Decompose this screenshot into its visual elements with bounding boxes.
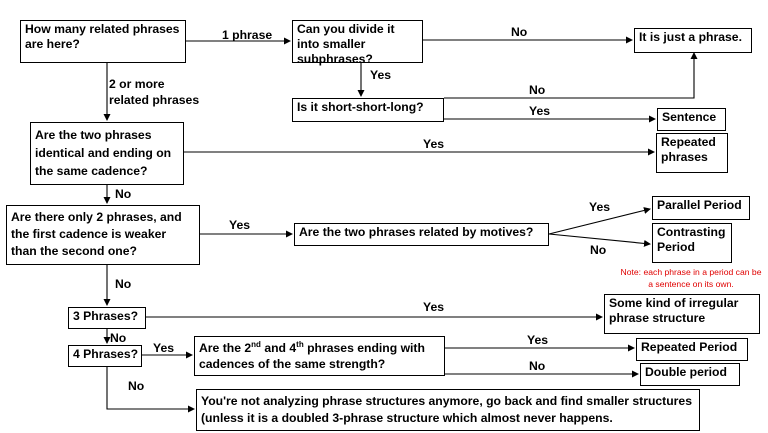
second-fourth-text-part2: and 4 xyxy=(260,341,297,355)
short-short-long-question: Is it short-short-long? xyxy=(292,98,444,122)
contrasting-period-box: Contrasting Period xyxy=(652,223,732,263)
parallel-period-box: Parallel Period xyxy=(652,196,750,220)
just-a-phrase-box: It is just a phrase. xyxy=(634,28,752,53)
label-second-fourth-no: No xyxy=(529,359,546,373)
sentence-box: Sentence xyxy=(657,108,726,131)
label-identical-yes: Yes xyxy=(423,137,445,151)
label-divide-no: No xyxy=(511,25,528,39)
second-fourth-text-line2: cadences of the same strength? xyxy=(199,357,386,371)
second-fourth-text-part1: Are the 2 xyxy=(199,341,252,355)
label-three-yes: Yes xyxy=(423,300,445,314)
identical-phrases-question: Are the two phrases identical and ending… xyxy=(30,122,184,185)
related-by-motives-question: Are the two phrases related by motives? xyxy=(294,223,549,246)
period-sentence-note: Note: each phrase in a period can be a s… xyxy=(620,267,762,289)
label-motives-no: No xyxy=(590,243,607,257)
three-phrases-question: 3 Phrases? xyxy=(68,307,146,329)
label-divide-yes: Yes xyxy=(370,68,392,82)
second-fourth-sup2: th xyxy=(296,340,304,349)
irregular-structure-box: Some kind of irregular phrase structure xyxy=(604,294,760,334)
label-three-no: No xyxy=(110,331,127,345)
label-only-two-no: No xyxy=(115,277,132,291)
second-fourth-cadence-question: Are the 2nd and 4th phrases ending with … xyxy=(194,336,445,376)
second-fourth-text-part3: phrases ending with xyxy=(303,341,425,355)
double-period-box: Double period xyxy=(640,363,740,386)
second-fourth-sup1: nd xyxy=(251,340,261,349)
only-two-phrases-question: Are there only 2 phrases, and the first … xyxy=(6,205,200,265)
label-two-or-more: 2 or more related phrases xyxy=(109,77,200,107)
four-phrases-question: 4 Phrases? xyxy=(68,345,142,367)
divide-subphrases-question: Can you divide it into smaller subphrase… xyxy=(292,20,423,66)
label-second-fourth-yes: Yes xyxy=(527,333,549,347)
repeated-phrases-box: Repeated phrases xyxy=(656,133,728,173)
not-analyzing-box: You're not analyzing phrase structures a… xyxy=(196,389,700,431)
label-one-phrase: 1 phrase xyxy=(222,28,273,42)
label-identical-no: No xyxy=(115,187,132,201)
label-ssl-yes: Yes xyxy=(529,104,551,118)
how-many-phrases-question: How many related phrases are here? xyxy=(20,20,186,63)
label-four-no: No xyxy=(128,379,145,393)
label-ssl-no: No xyxy=(529,83,546,97)
label-only-two-yes: Yes xyxy=(229,218,251,232)
label-four-yes: Yes xyxy=(153,341,175,355)
label-motives-yes: Yes xyxy=(589,200,611,214)
repeated-period-box: Repeated Period xyxy=(636,338,748,361)
